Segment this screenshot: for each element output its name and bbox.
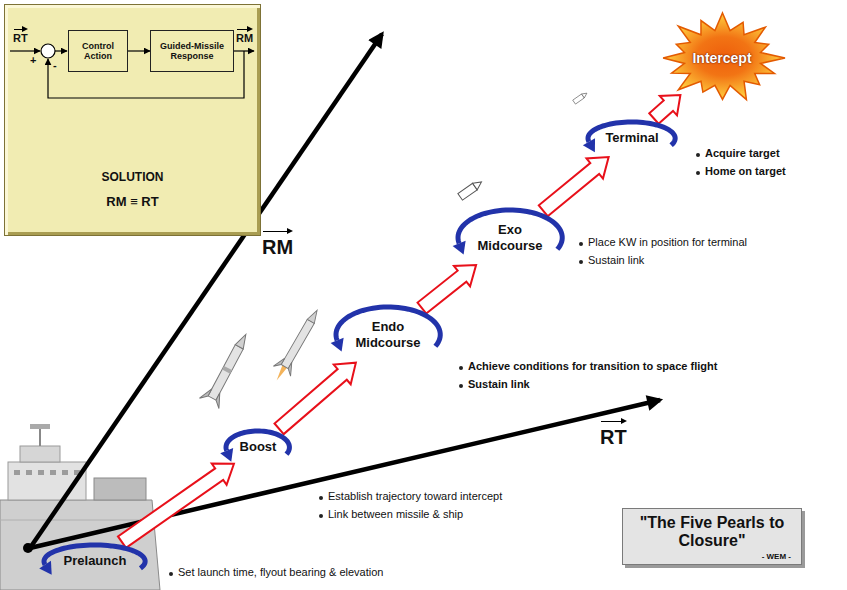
phase-loop: Prelaunch: [41, 542, 148, 581]
phase-loop: Endo Midcourse: [333, 304, 443, 365]
bullet-note: Set launch time, flyout bearing & elevat…: [168, 566, 383, 578]
bullet-note: Place KW in position for terminal: [578, 236, 747, 248]
circular-arrow-arc: [226, 431, 289, 454]
phase-loop: Terminal: [585, 119, 678, 158]
phase-transition-arrow: [649, 95, 680, 124]
bullet-note: Achieve conditions for transition to spa…: [458, 360, 717, 372]
circular-arrow-head: [453, 241, 466, 255]
node-text: Intercept: [692, 50, 751, 66]
bullet-note: Sustain link: [578, 254, 644, 266]
phase-transition-arrow: [275, 363, 356, 434]
vector-label: RM: [236, 26, 253, 44]
bullet-note: Acquire target: [695, 147, 780, 159]
bullet-note: Establish trajectory toward intercept: [318, 490, 502, 502]
control-loop-wiring: [10, 44, 254, 98]
block-box: Control Action: [68, 30, 128, 72]
phase-transition-arrow: [539, 157, 609, 216]
quote-box: "The Five Pearls to Closure"- WEM -: [622, 508, 802, 565]
phase-transition-arrow: [418, 265, 477, 314]
ship-illustration: [0, 424, 160, 590]
circular-arrow-head: [40, 561, 52, 575]
circular-arrow-arc: [588, 122, 675, 145]
node-text: "The Five Pearls to Closure": [633, 514, 791, 551]
node-text: Guided-Missile Response: [155, 41, 229, 62]
block-box: Guided-Missile Response: [150, 30, 234, 72]
node-text: RM ≡ RT: [106, 194, 158, 209]
node-text: Boost: [240, 439, 277, 455]
bullet-note: Home on target: [695, 165, 786, 177]
bullet-note: Link between missile & ship: [318, 508, 463, 520]
phase-loop: Exo Midcourse: [455, 207, 565, 268]
phase-loop: Boost: [223, 428, 292, 467]
vector-label: RT: [13, 26, 28, 44]
sign-label: -: [53, 59, 57, 71]
vector-label: RM: [262, 228, 293, 259]
node-text: Prelaunch: [64, 553, 127, 569]
phase-transition-arrow: [118, 463, 234, 547]
node-text: Control Action: [73, 41, 123, 62]
bullet-note: Sustain link: [458, 378, 530, 390]
inset-panel-ground: [5, 5, 260, 235]
node-text: Exo Midcourse: [478, 222, 543, 253]
vector-label: RT: [600, 418, 627, 449]
circular-arrow-arc: [44, 545, 145, 568]
circular-arrow-head: [331, 338, 344, 352]
launch-point: [23, 543, 33, 553]
node-text: Endo Midcourse: [355, 319, 420, 350]
intercept-starburst: Intercept: [660, 13, 785, 103]
signal-arrow: [128, 50, 150, 51]
target-vector-arrow: [30, 400, 660, 548]
missile-illustration: [200, 329, 256, 408]
missile-illustration: [268, 305, 326, 385]
solution-inset-panel: SOLUTION RM ≡ RT Control Action Guided-Miss…: [5, 5, 260, 235]
kill-vehicle-illustration: [458, 179, 484, 200]
node-text: Terminal: [605, 130, 658, 146]
circular-arrow-head: [583, 138, 595, 152]
node-text: - WEM -: [633, 552, 791, 561]
node-text: SOLUTION: [102, 170, 164, 184]
kill-vehicle-illustration: [573, 91, 589, 104]
sign-label: +: [30, 54, 36, 66]
circular-arrow-head: [221, 448, 234, 462]
starburst-shape: [663, 13, 785, 100]
